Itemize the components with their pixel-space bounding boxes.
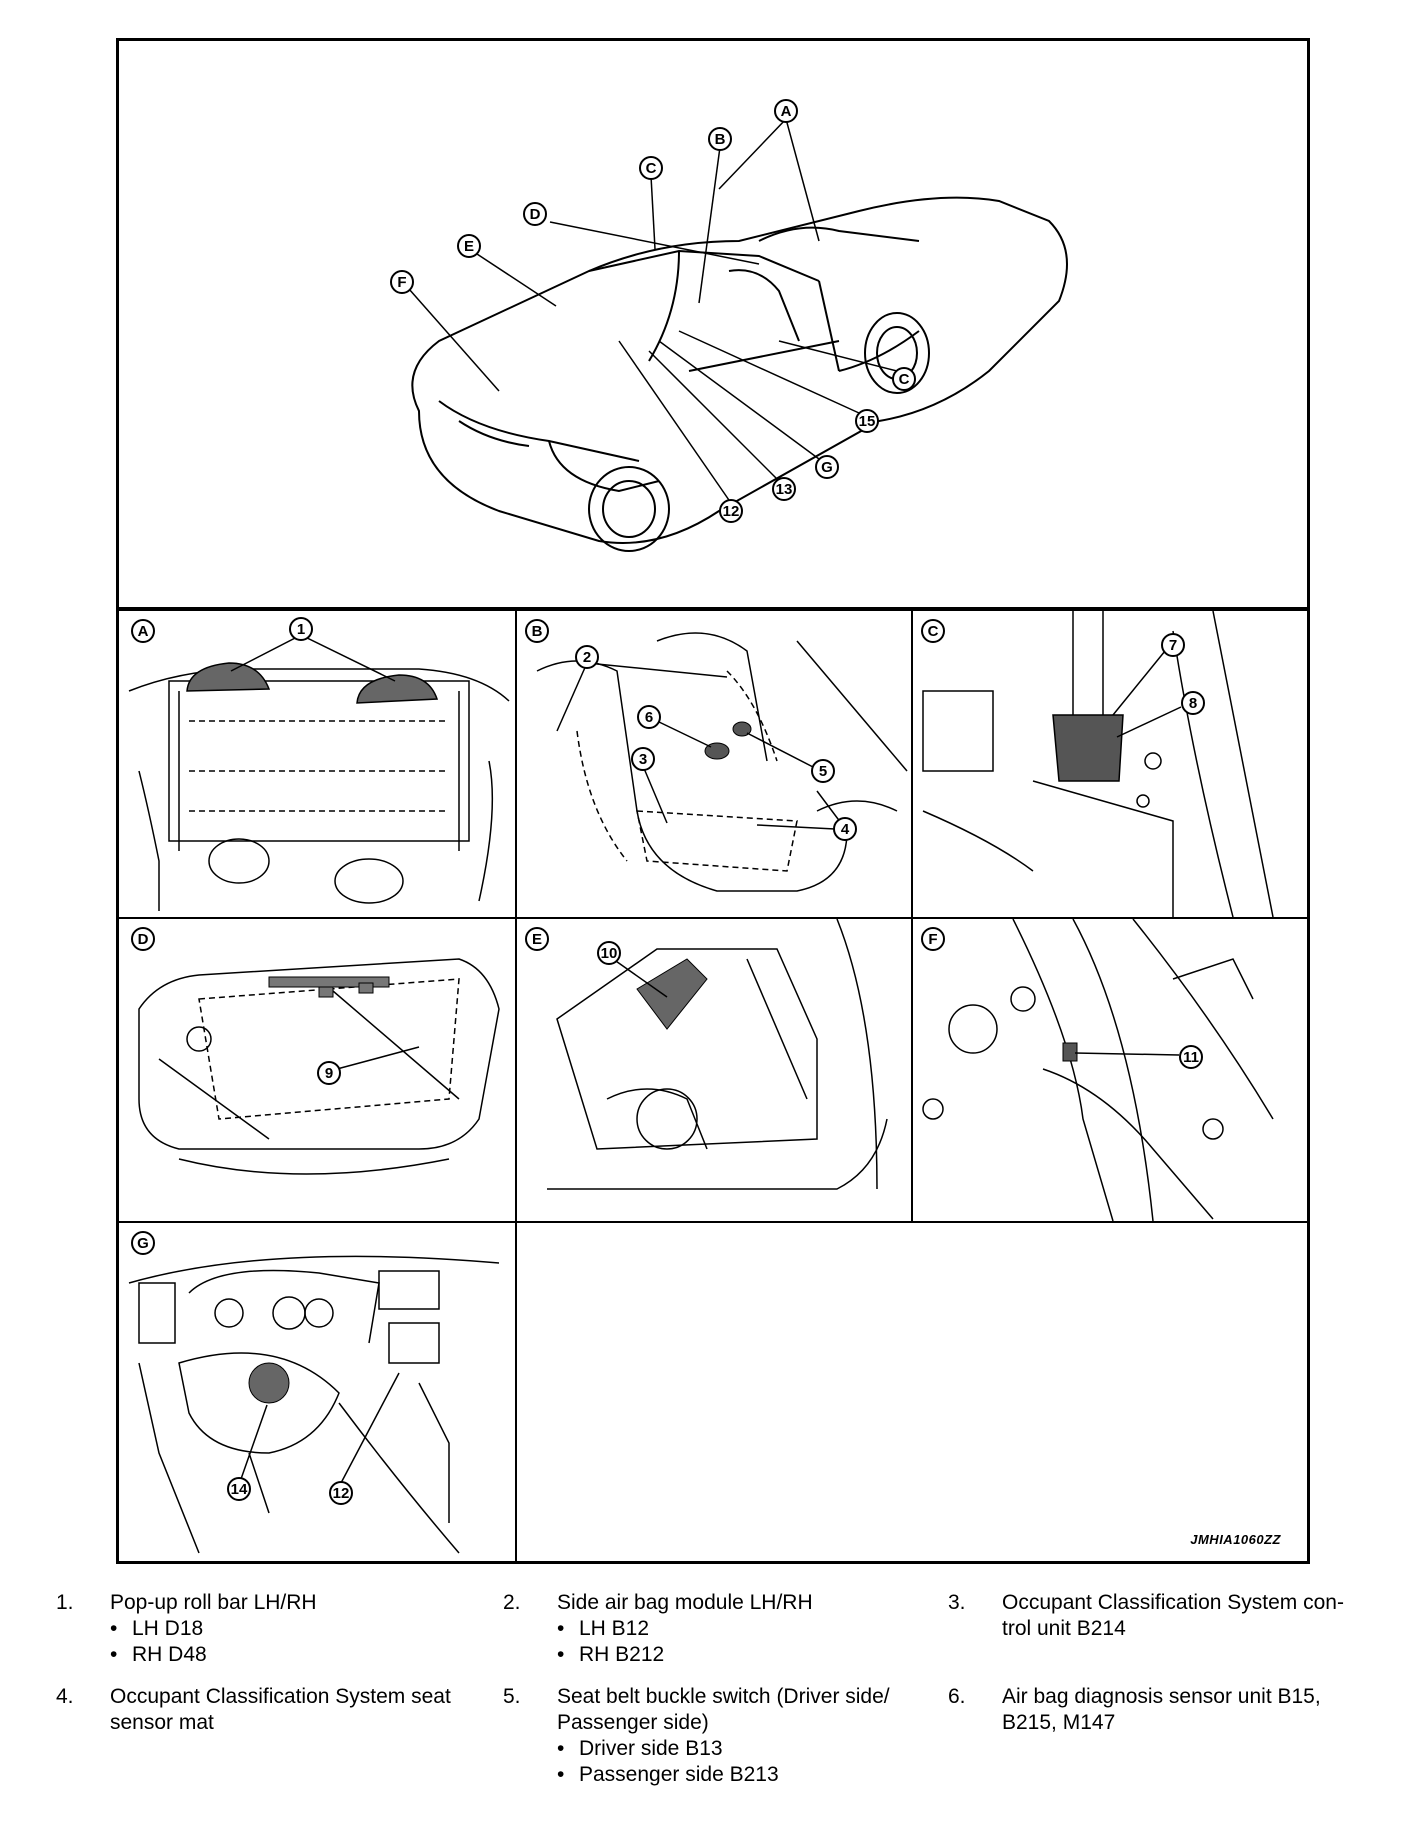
overview-callout-D: D (530, 206, 541, 223)
panel-E-label: E (532, 931, 542, 948)
panel-A-callout-1: 1 (297, 621, 305, 638)
overview-callout-13: 13 (776, 481, 793, 498)
panel-C-callout-8: 8 (1189, 695, 1197, 712)
legend-text: Air bag diagnosis sensor unit B15, (1002, 1685, 1321, 1708)
panel-C-callout-7: 7 (1169, 637, 1177, 654)
detail-panel-E: E 10 (517, 919, 911, 1221)
detail-panel-C: C 7 8 (913, 611, 1307, 917)
panel-B-callout-5: 5 (819, 763, 827, 780)
legend-text-cont: Passenger side) (557, 1711, 709, 1734)
overview-callout-15: 15 (859, 413, 876, 430)
legend-number: 5. (503, 1685, 521, 1708)
detail-panel-G: G 14 12 (119, 1223, 515, 1564)
overview-panel: A B C D E F C 15 G 13 12 (119, 41, 1307, 609)
legend-text: Seat belt buckle switch (Driver side/ (557, 1685, 890, 1708)
legend-sub: Passenger side B213 (557, 1762, 890, 1788)
legend-number: 1. (56, 1591, 74, 1614)
legend-number: 2. (503, 1591, 521, 1614)
legend-number: 4. (56, 1685, 74, 1708)
panel-E-callout-10: 10 (601, 945, 618, 962)
legend-number: 6. (948, 1685, 966, 1708)
panel-G-label: G (137, 1235, 149, 1252)
legend-text-cont: B215, M147 (1002, 1711, 1116, 1734)
figure-id: JMHIA1060ZZ (1190, 1532, 1281, 1547)
panel-G-callout-12: 12 (333, 1485, 350, 1502)
panel-B-label: B (532, 623, 543, 640)
overview-callout-E: E (464, 238, 474, 255)
legend-text: Occupant Classification System seat (110, 1685, 451, 1708)
legend-number: 3. (948, 1591, 966, 1614)
component-location-figure: A B C D E F C 15 G 13 12 (116, 38, 1310, 1564)
overview-callout-B: B (715, 131, 726, 148)
overview-callout-F: F (397, 274, 406, 291)
legend-text: Pop-up roll bar LH/RH (110, 1591, 317, 1614)
car-overview-drawing: A B C D E F C 15 G 13 12 (390, 99, 1068, 552)
panel-B-callout-4: 4 (841, 821, 850, 838)
detail-panel-D: D 9 (119, 919, 515, 1221)
detail-panel-A: A 1 (119, 611, 515, 917)
legend-sub: LH D18 (110, 1616, 317, 1642)
grid-rule (515, 607, 517, 1564)
detail-panel-B: B 2 6 3 5 4 (517, 611, 911, 917)
overview-callout-A: A (781, 103, 792, 120)
legend-text-cont: sensor mat (110, 1711, 214, 1734)
panel-G-callout-14: 14 (231, 1481, 248, 1498)
panel-B-callout-2: 2 (583, 649, 591, 666)
legend-sub: LH B12 (557, 1616, 813, 1642)
legend-text: Side air bag module LH/RH (557, 1591, 813, 1614)
grid-rule (911, 607, 913, 1221)
overview-callouts: A B C D E F C 15 G 13 12 (390, 99, 916, 523)
panel-B-callout-6: 6 (645, 709, 653, 726)
legend-sub: RH D48 (110, 1642, 317, 1668)
legend-text-cont: trol unit B214 (1002, 1617, 1126, 1640)
overview-callout-12: 12 (723, 503, 740, 520)
legend-sub: RH B212 (557, 1642, 813, 1668)
panel-C-label: C (928, 623, 939, 640)
overview-callout-C-bottom: C (899, 371, 910, 388)
panel-D-label: D (138, 931, 149, 948)
panel-A-label: A (138, 623, 149, 640)
grid-rule (119, 917, 1307, 919)
overview-callout-C-top: C (646, 160, 657, 177)
grid-rule (119, 609, 1307, 611)
overview-callout-G: G (821, 459, 833, 476)
panel-B-callout-3: 3 (639, 751, 647, 768)
legend-sub: Driver side B13 (557, 1736, 890, 1762)
panel-F-callout-11: 11 (1183, 1049, 1199, 1066)
legend-text: Occupant Classification System con- (1002, 1591, 1344, 1614)
panel-F-label: F (928, 931, 937, 948)
grid-rule (119, 1221, 1307, 1223)
panel-D-callout-9: 9 (325, 1065, 333, 1082)
detail-panel-F: F 11 (913, 919, 1307, 1221)
